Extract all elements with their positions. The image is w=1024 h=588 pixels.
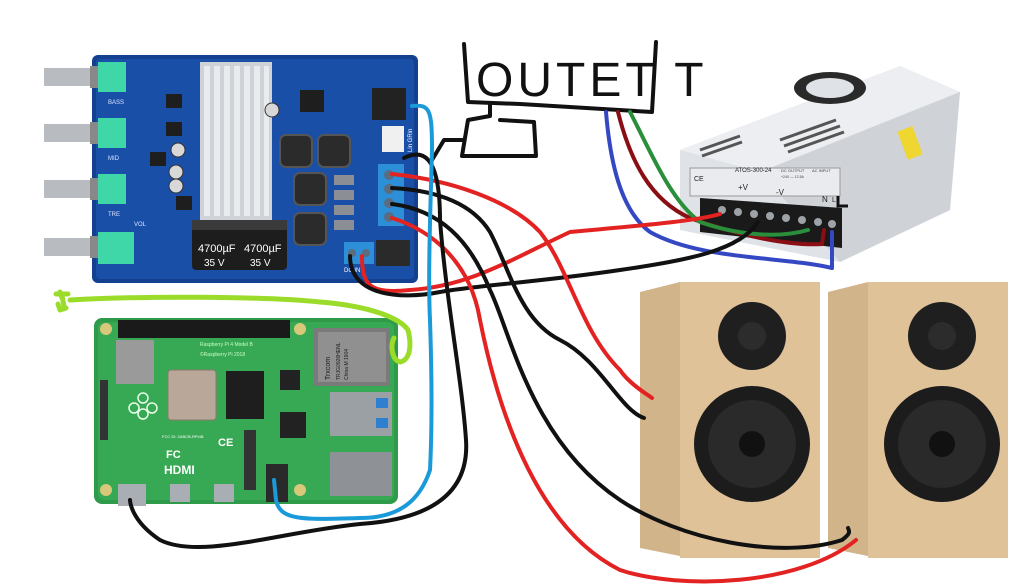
left-speaker xyxy=(640,282,820,558)
wire-right-positive xyxy=(390,216,858,584)
hdmi-label: HDMI xyxy=(164,463,195,477)
heatsink xyxy=(200,62,272,220)
knob-volume-label: VOL xyxy=(134,222,147,228)
ethernet-line-2: China M 1904 xyxy=(344,349,350,380)
knob-bass[interactable]: BASS xyxy=(44,62,126,106)
pi-fcc-id: FCC ID: 2ABCB-RPI4B xyxy=(162,434,204,439)
pi-copyright-text: ©Raspberry Pi 2018 xyxy=(200,351,245,358)
ethernet-line-1: TRJG0926HENL xyxy=(336,342,342,380)
fan-icon xyxy=(794,72,866,104)
raspberry-logo-icon xyxy=(128,392,158,420)
wire-ground xyxy=(628,110,810,237)
usb2-ports xyxy=(330,452,392,496)
micro-hdmi-1 xyxy=(214,484,234,502)
usb-c-power-port xyxy=(118,484,146,506)
wire-left-positive xyxy=(390,172,654,400)
pi-ce-label: CE xyxy=(218,437,233,449)
line-in-connector xyxy=(382,126,404,152)
knob-volume[interactable]: VOL xyxy=(44,222,147,264)
wifi-module xyxy=(116,340,154,384)
soc-chip xyxy=(167,369,217,421)
psu-terminal-strip xyxy=(700,198,842,248)
outlet-sketch xyxy=(430,40,658,162)
line-in-label: Lin GRin xyxy=(408,129,414,152)
knob-treble[interactable]: TRE xyxy=(44,174,126,218)
capacitor-2-voltage: 35 V xyxy=(250,258,271,269)
psu-ce-label: CE xyxy=(694,176,704,183)
knob-mid-label: MID xyxy=(108,156,120,162)
raspberry-pi-board: Raspberry Pi 4 Model B ©Raspberry Pi 201… xyxy=(94,318,398,506)
right-speaker xyxy=(828,282,1008,558)
inductors xyxy=(279,134,351,246)
wire-audio xyxy=(272,103,434,521)
knob-mid[interactable]: MID xyxy=(44,118,126,162)
wire-left-negative xyxy=(390,186,646,420)
psu-plus-v-label: +V xyxy=(738,183,749,192)
gpio-sketch-line xyxy=(53,289,413,365)
power-supply: CE ATOS-300-24 DC OUTPUT +24V — 12.5A AC… xyxy=(680,66,960,262)
capacitor-1-voltage: 35 V xyxy=(204,258,225,269)
audio-jack xyxy=(266,464,288,502)
psu-model: ATOS-300-24 xyxy=(735,168,772,174)
psu-dc-output-spec: +24V — 12.5A xyxy=(781,175,805,179)
wire-right-negative xyxy=(390,202,852,550)
pi-model-text: Raspberry Pi 4 Model B xyxy=(200,342,253,348)
knob-bass-label: BASS xyxy=(108,100,124,106)
psu-ac-input-label: AC INPUT xyxy=(812,168,831,173)
outlet-label: OUTET T xyxy=(476,54,708,107)
ethernet-brand: Trxcom xyxy=(325,357,332,380)
wire-dc-negative xyxy=(348,220,760,298)
ram-chip xyxy=(226,371,264,419)
psu-dc-output-label: DC OUTPUT xyxy=(781,168,805,173)
psu-n-label: N xyxy=(822,195,828,204)
dc-barrel-jack xyxy=(376,240,410,266)
micro-hdmi-0 xyxy=(170,484,190,502)
capacitor-1-rating: 4700µF xyxy=(198,243,236,255)
amplifier-board: 4700µF 35 V 4700µF 35 V xyxy=(44,55,418,283)
wire-neutral xyxy=(604,110,834,270)
fcc-label: FC xyxy=(166,449,181,461)
wire-pi-power xyxy=(128,152,469,550)
psu-l-label: L xyxy=(832,197,836,204)
knob-treble-label: TRE xyxy=(108,212,120,218)
capacitors: 4700µF 35 V 4700µF 35 V xyxy=(192,220,287,270)
capacitor-2-rating: 4700µF xyxy=(244,243,282,255)
gpio-header xyxy=(118,320,290,338)
psu-minus-v-label: -V xyxy=(776,188,785,197)
aux-input-jack xyxy=(372,88,406,120)
ethernet-port: Trxcom TRJG0926HENL China M 1904 xyxy=(314,328,390,386)
